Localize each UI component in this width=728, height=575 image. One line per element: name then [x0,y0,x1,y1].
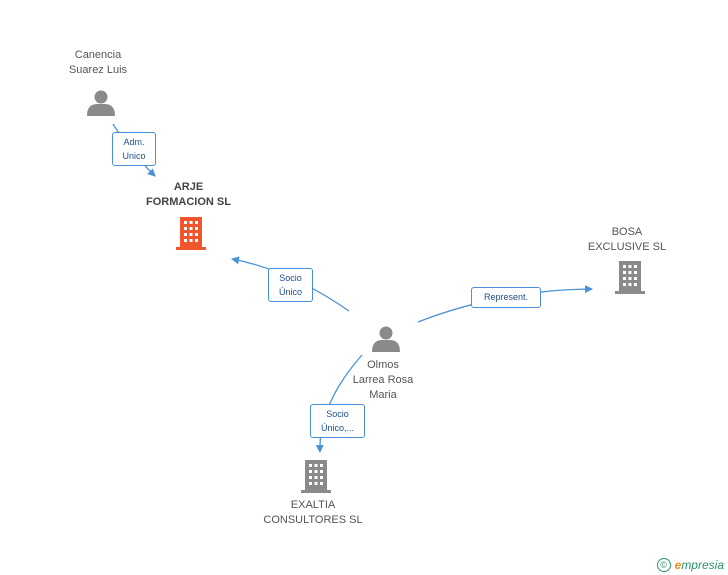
person-icon[interactable] [87,90,115,117]
building-icon[interactable] [301,460,331,493]
edge-label-socio-exaltia[interactable]: Socio Único,... [310,404,365,438]
edge-label-adm[interactable]: Adm. Unico [112,132,156,166]
copyright-icon: © [656,558,671,572]
node-label-bosa[interactable]: BOSA EXCLUSIVE SL [587,226,667,253]
node-label-olmos[interactable]: Olmos Larrea Rosa Maria [352,359,414,401]
building-icon[interactable] [615,261,645,294]
edge-label-represent[interactable]: Represent. [471,287,541,308]
person-icon[interactable] [372,326,400,353]
empresia-logo: ©empresia [656,557,724,572]
brand-name: empresia [674,558,724,572]
node-label-exaltia[interactable]: EXALTIA CONSULTORES SL [263,499,363,526]
node-label-canencia[interactable]: Canencia Suarez Luis [68,49,128,76]
node-label-arje[interactable]: ARJE FORMACION SL [146,181,231,208]
building-icon[interactable] [176,217,206,250]
edge-label-socio-arje[interactable]: Socio Único [268,268,313,302]
